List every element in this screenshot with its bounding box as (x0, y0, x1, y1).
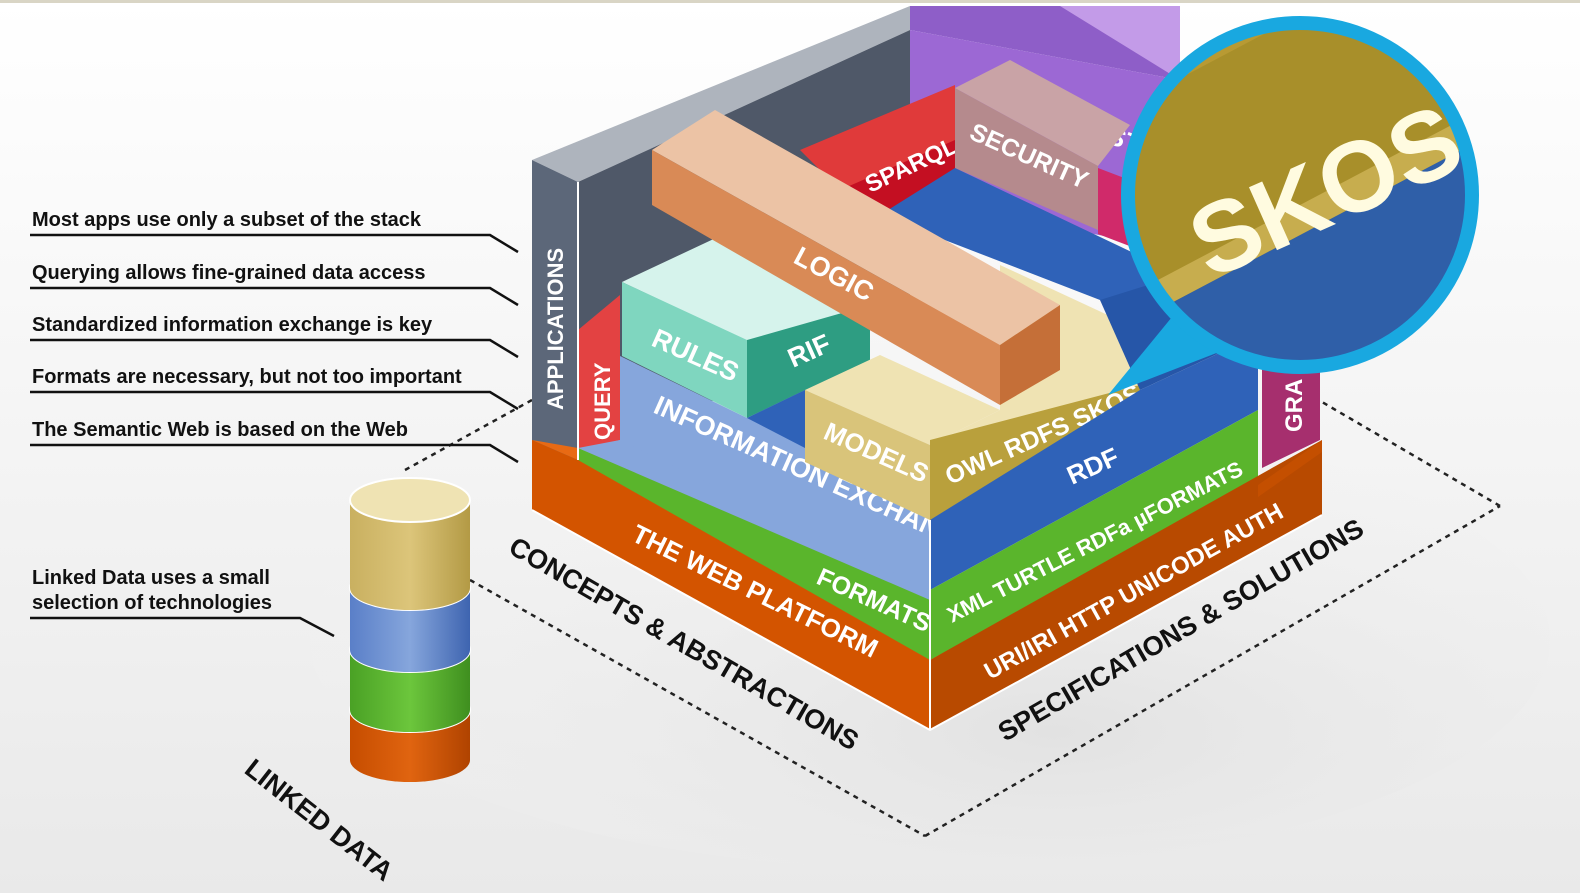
annotation-web: The Semantic Web is based on the Web (32, 419, 408, 441)
annotation-exchange: Standardized information exchange is key (32, 314, 433, 336)
cube-edges (531, 182, 1323, 732)
floor-outline (404, 398, 1501, 838)
applications-label: APPLICATIONS (543, 248, 568, 410)
annotation-linked-data-2: selection of technologies (32, 592, 272, 614)
query-block: QUERY (578, 295, 620, 460)
query-label: QUERY (590, 362, 615, 440)
logic-block: LOGIC (652, 110, 1060, 405)
rif-block: RIF (747, 305, 870, 418)
annotation-subset: Most apps use only a subset of the stack (32, 209, 422, 231)
annotation-formats: Formats are necessary, but not too impor… (32, 366, 462, 388)
annotation-linked-data-1: Linked Data uses a small (32, 567, 270, 589)
models-block: MODELS (805, 355, 1000, 520)
graphics-label: GRA (1281, 379, 1308, 432)
magnifier: SKOS (1108, 16, 1479, 395)
linked-data-cylinder (349, 477, 471, 782)
back-floor (880, 168, 1180, 330)
top-rule (0, 0, 1580, 3)
annotation-querying: Querying allows fine-grained data access (32, 262, 425, 284)
annotation-leaders (30, 233, 519, 638)
